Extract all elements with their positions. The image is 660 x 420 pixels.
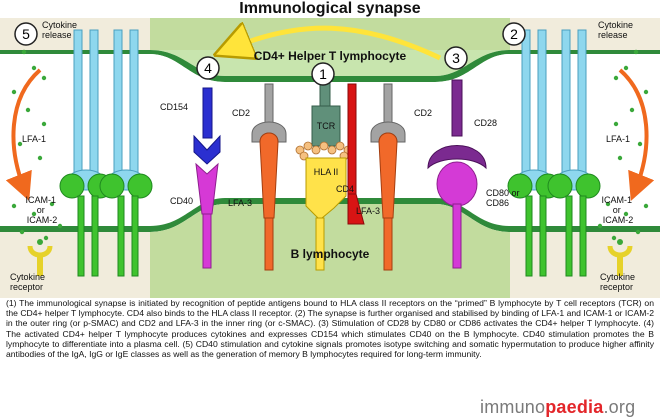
label-lfa1-left: LFA-1 [22, 134, 46, 144]
label-cd80-86: CD80 or CD86 [486, 188, 522, 208]
label-cd80-86-line1: CD80 or [486, 188, 520, 198]
brand-accent: paedia [545, 397, 604, 417]
lfa3-molecule-right [378, 132, 398, 271]
icam-ligand-right [507, 173, 601, 277]
cytokine-dots-right [597, 49, 649, 241]
cd80-cd86-molecule [436, 161, 478, 269]
label-cd2-right: CD2 [414, 108, 432, 118]
label-tcr: TCR [317, 121, 336, 131]
label-lfa3-right: LFA-3 [356, 206, 380, 216]
label-icam-left-line3: ICAM-2 [27, 215, 58, 225]
label-cd4: CD4 [336, 184, 354, 194]
label-icam-right: ICAM-1 or ICAM-2 [601, 195, 634, 225]
cd154-molecule [193, 87, 221, 165]
cytokine-dots-left [11, 49, 63, 241]
b-cell-membrane [0, 198, 660, 232]
activation-arrow [232, 28, 442, 58]
label-cd28: CD28 [474, 118, 497, 128]
label-cytokine-receptor-left: Cytokine receptor [10, 272, 48, 292]
lfa3-molecule-left [259, 132, 279, 271]
lfa1-icam-cluster-right [507, 29, 601, 277]
label-cytokine-release-right: Cytokine release [598, 20, 636, 40]
label-cd154: CD154 [160, 102, 188, 112]
label-cytokine-receptor-right-line2: receptor [600, 282, 633, 292]
step-number-1: 1 [319, 66, 327, 82]
step-badge-4: 4 [196, 56, 220, 80]
icam-ligand-left [59, 173, 153, 277]
label-cytokine-receptor-right: Cytokine receptor [600, 272, 638, 292]
label-cd2-left: CD2 [232, 108, 250, 118]
label-icam-right-line1: ICAM-1 [601, 195, 632, 205]
cytokine-receptor-right [607, 239, 633, 276]
synapse-diagram: 5 4 1 3 2 CD4+ Helper T lymphocyte B lym… [0, 18, 660, 298]
step-number-4: 4 [204, 60, 212, 76]
brand-suffix: .org [603, 397, 636, 417]
step-number-3: 3 [452, 50, 460, 66]
label-cytokine-receptor-left-line2: receptor [10, 282, 43, 292]
t-cell-membrane [0, 50, 660, 82]
label-icam-left: ICAM-1 or ICAM-2 [25, 195, 58, 225]
cd28-molecule [427, 79, 487, 170]
label-icam-right-line3: ICAM-2 [603, 215, 634, 225]
label-cytokine-release-right-line2: release [598, 30, 628, 40]
label-cd80-86-line2: CD86 [486, 198, 509, 208]
label-cytokine-release-left-line2: release [42, 30, 72, 40]
label-cytokine-receptor-left-line1: Cytokine [10, 272, 45, 282]
b-cell-body-shade [150, 204, 510, 298]
label-hla2: HLA II [314, 167, 339, 177]
label-cd40: CD40 [170, 196, 193, 206]
step-number-2: 2 [510, 26, 518, 42]
step-badge-2: 2 [502, 22, 526, 46]
cytokine-receptor-left [27, 239, 53, 276]
b-cell-label: B lymphocyte [291, 247, 370, 261]
lfa1-icam-cluster-left [59, 29, 153, 277]
label-cytokine-release-left: Cytokine release [42, 20, 80, 40]
brand-prefix: immuno [480, 397, 546, 417]
cytokine-arrow-left [5, 68, 42, 202]
figure-title: Immunological synapse [239, 0, 421, 17]
figure-caption: (1) The immunological synapse is initiat… [6, 298, 654, 360]
step-badge-1: 1 [311, 62, 335, 86]
step-badge-3: 3 [444, 46, 468, 70]
step-badge-5: 5 [14, 22, 38, 46]
label-lfa3-left: LFA-3 [228, 198, 252, 208]
hla-class-ii-molecule [305, 157, 347, 271]
label-lfa1-right: LFA-1 [606, 134, 630, 144]
label-icam-left-line1: ICAM-1 [25, 195, 56, 205]
label-cytokine-release-left-line1: Cytokine [42, 20, 77, 30]
brand-logo: immunopaedia.org [480, 397, 635, 418]
cd40-molecule [195, 162, 219, 269]
cytokine-arrow-right [618, 68, 655, 202]
cd4-molecule [347, 83, 365, 225]
label-icam-left-line2: or [37, 205, 45, 215]
label-cytokine-release-right-line1: Cytokine [598, 20, 633, 30]
cd2-molecule-left [251, 83, 287, 143]
label-cytokine-receptor-right-line1: Cytokine [600, 272, 635, 282]
label-icam-right-line2: or [613, 205, 621, 215]
step-number-5: 5 [22, 26, 30, 42]
t-cell-label: CD4+ Helper T lymphocyte [254, 49, 407, 63]
